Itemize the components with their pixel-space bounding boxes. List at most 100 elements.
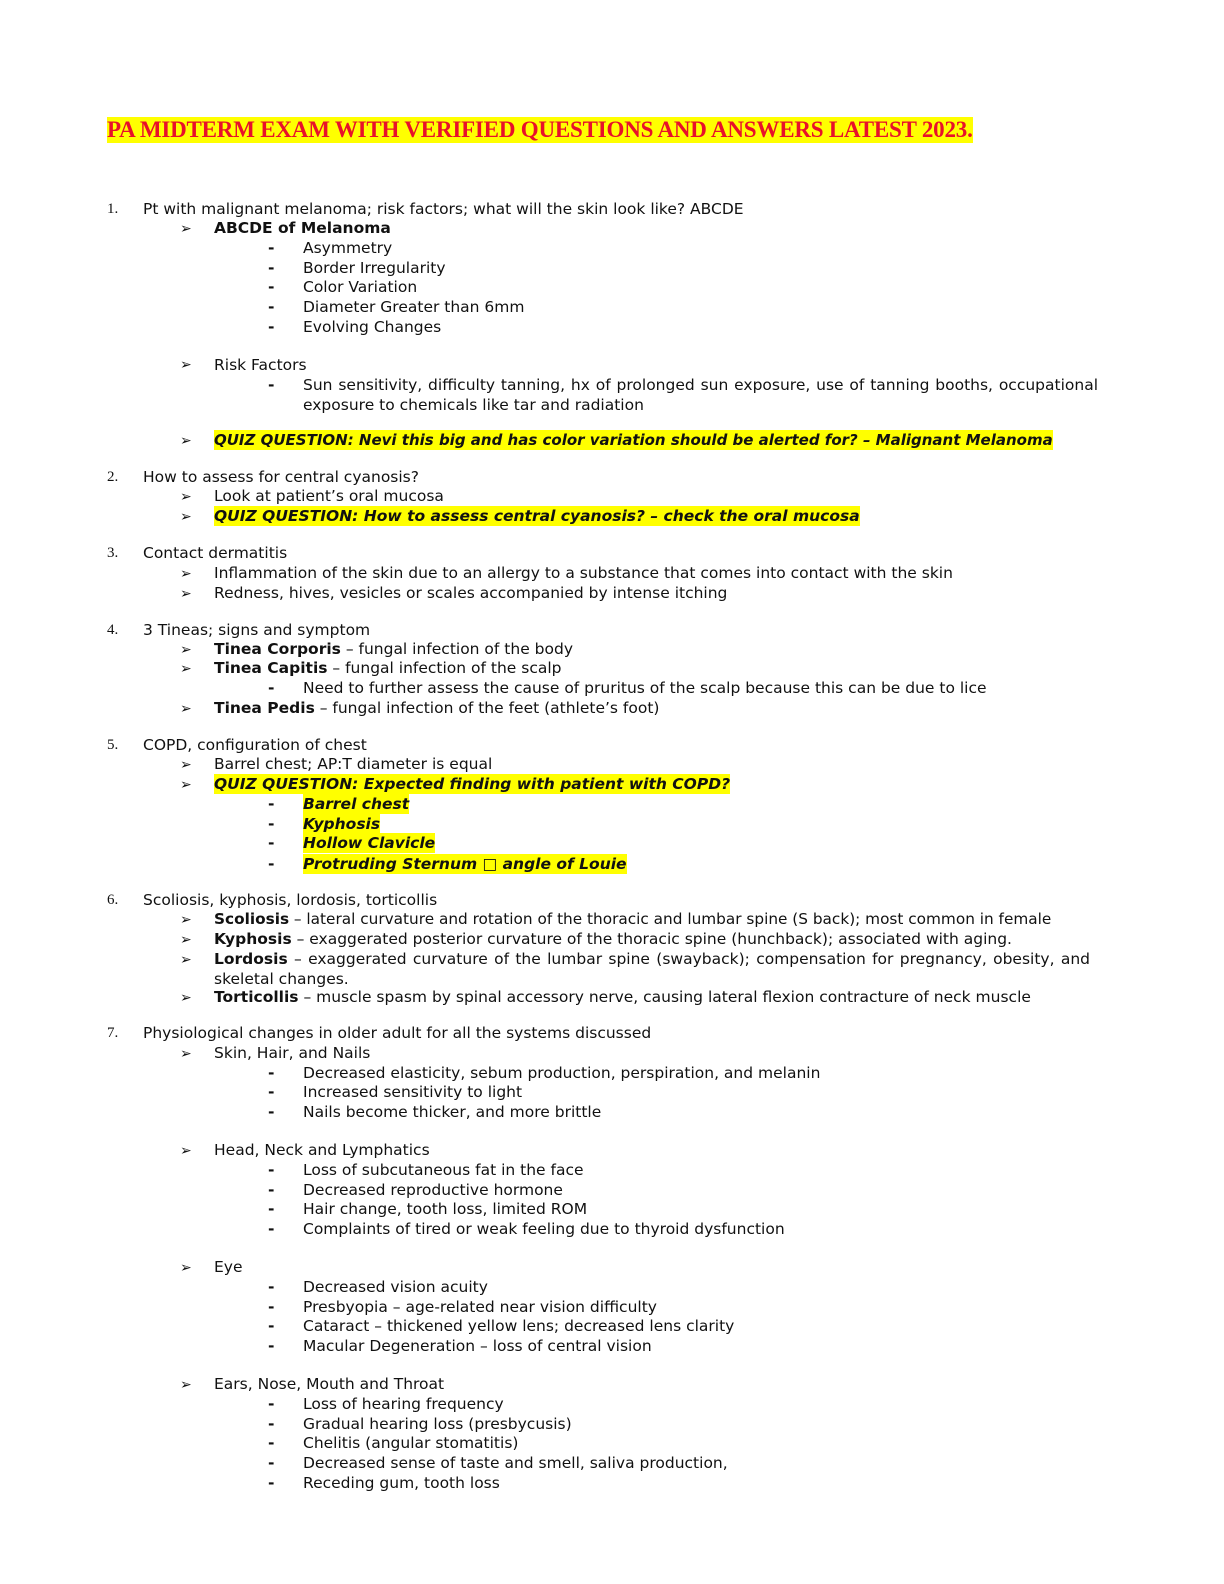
dash-bullet-icon: -: [268, 298, 275, 316]
q1-risk-detail: Sun sensitivity, difficulty tanning, hx …: [303, 376, 1098, 414]
dash-bullet-icon: -: [268, 815, 275, 833]
q4-number: 4.: [107, 622, 119, 638]
q4-tinea-capitis: Tinea Capitis – fungal infection of the …: [214, 658, 562, 678]
q5-finding: Protruding Sternum □ angle of Louie: [303, 854, 627, 874]
q7-section-item: Macular Degeneration – loss of central v…: [303, 1337, 652, 1355]
q2-quiz-question: QUIZ QUESTION: How to assess central cya…: [214, 506, 860, 526]
q6-scoliosis: Scoliosis – lateral curvature and rotati…: [214, 909, 1051, 929]
q3-answer: Inflammation of the skin due to an aller…: [214, 564, 953, 582]
q6-torticollis: Torticollis – muscle spasm by spinal acc…: [214, 987, 1031, 1007]
q7-number: 7.: [107, 1025, 119, 1041]
dash-bullet-icon: -: [268, 1298, 275, 1316]
arrow-bullet-icon: ➢: [180, 990, 192, 1006]
q7-section-item: Increased sensitivity to light: [303, 1083, 523, 1101]
arrow-bullet-icon: ➢: [180, 661, 192, 677]
q7-section-item: Chelitis (angular stomatitis): [303, 1434, 519, 1452]
q7-section-item: Gradual hearing loss (presbycusis): [303, 1415, 572, 1433]
arrow-bullet-icon: ➢: [180, 221, 192, 237]
dash-bullet-icon: -: [268, 1181, 275, 1199]
q7-section-item: Decreased vision acuity: [303, 1278, 488, 1296]
q5-finding: Barrel chest: [303, 794, 410, 814]
q1-quiz-question: QUIZ QUESTION: Nevi this big and has col…: [214, 430, 1053, 450]
q3-text: Contact dermatitis: [143, 544, 288, 562]
q7-section-item: Cataract – thickened yellow lens; decrea…: [303, 1317, 735, 1335]
q6-lordosis: Lordosis – exaggerated curvature of the …: [214, 949, 1090, 989]
q5-finding: Hollow Clavicle: [303, 833, 436, 853]
term: Lordosis: [214, 950, 288, 968]
q5-answer: Barrel chest; AP:T diameter is equal: [214, 755, 493, 773]
arrow-bullet-icon: ➢: [180, 952, 192, 968]
dash-bullet-icon: -: [268, 1317, 275, 1335]
arrow-bullet-icon: ➢: [180, 357, 192, 373]
dash-bullet-icon: -: [268, 1103, 275, 1121]
arrow-bullet-icon: ➢: [180, 932, 192, 948]
q1-text: Pt with malignant melanoma; risk factors…: [143, 200, 744, 218]
term: Scoliosis: [214, 910, 290, 928]
term: Kyphosis: [214, 930, 292, 948]
dash-bullet-icon: -: [268, 376, 275, 394]
q2-number: 2.: [107, 469, 119, 485]
arrow-bullet-icon: ➢: [180, 1260, 192, 1276]
q5-text: COPD, configuration of chest: [143, 736, 367, 754]
term: Tinea Capitis: [214, 659, 328, 677]
dash-bullet-icon: -: [268, 1395, 275, 1413]
q1-number: 1.: [107, 201, 119, 217]
q7-section-item: Nails become thicker, and more brittle: [303, 1103, 602, 1121]
q7-section-item: Decreased reproductive hormone: [303, 1181, 563, 1199]
dash-bullet-icon: -: [268, 834, 275, 852]
term: Tinea Corporis: [214, 640, 341, 658]
dash-bullet-icon: -: [268, 1454, 275, 1472]
dash-bullet-icon: -: [268, 1474, 275, 1492]
q3-answer: Redness, hives, vesicles or scales accom…: [214, 584, 728, 602]
q5-finding: Kyphosis: [303, 814, 381, 834]
q1-abcde-item: Asymmetry: [303, 239, 393, 257]
dash-bullet-icon: -: [268, 1278, 275, 1296]
q7-section-label: Ears, Nose, Mouth and Throat: [214, 1375, 445, 1393]
q7-section-item: Loss of subcutaneous fat in the face: [303, 1161, 584, 1179]
q2-text: How to assess for central cyanosis?: [143, 468, 419, 486]
dash-bullet-icon: -: [268, 1434, 275, 1452]
definition: – fungal infection of the scalp: [327, 659, 562, 677]
q7-section-item: Hair change, tooth loss, limited ROM: [303, 1200, 588, 1218]
q4-text: 3 Tineas; signs and symptom: [143, 621, 371, 639]
definition: – exaggerated curvature of the lumbar sp…: [214, 950, 1090, 988]
definition: – fungal infection of the feet (athlete’…: [314, 699, 660, 717]
q2-answer: Look at patient’s oral mucosa: [214, 487, 444, 505]
dash-bullet-icon: -: [268, 1064, 275, 1082]
q7-section-item: Decreased sense of taste and smell, sali…: [303, 1454, 728, 1472]
term: Torticollis: [214, 988, 299, 1006]
dash-bullet-icon: -: [268, 679, 275, 697]
dash-bullet-icon: -: [268, 318, 275, 336]
arrow-bullet-icon: ➢: [180, 509, 192, 525]
dash-bullet-icon: -: [268, 1415, 275, 1433]
arrow-bullet-icon: ➢: [180, 912, 192, 928]
arrow-bullet-icon: ➢: [180, 777, 192, 793]
q7-section-item: Decreased elasticity, sebum production, …: [303, 1064, 821, 1082]
q7-section-item: Receding gum, tooth loss: [303, 1474, 500, 1492]
definition: – muscle spasm by spinal accessory nerve…: [298, 988, 1031, 1006]
document-title: PA MIDTERM EXAM WITH VERIFIED QUESTIONS …: [107, 117, 973, 143]
q1-abcde-item: Border Irregularity: [303, 259, 446, 277]
q7-section-label: Eye: [214, 1258, 243, 1276]
q7-section-label: Head, Neck and Lymphatics: [214, 1141, 430, 1159]
q7-section-item: Presbyopia – age-related near vision dif…: [303, 1298, 657, 1316]
arrow-bullet-icon: ➢: [180, 586, 192, 602]
dash-bullet-icon: -: [268, 239, 275, 257]
dash-bullet-icon: -: [268, 795, 275, 813]
dash-bullet-icon: -: [268, 1200, 275, 1218]
q4-tinea-capitis-note: Need to further assess the cause of prur…: [303, 679, 987, 697]
definition: – lateral curvature and rotation of the …: [289, 910, 1052, 928]
definition: – exaggerated posterior curvature of the…: [291, 930, 1012, 948]
q4-tinea-pedis: Tinea Pedis – fungal infection of the fe…: [214, 698, 659, 718]
arrow-bullet-icon: ➢: [180, 701, 192, 717]
dash-bullet-icon: -: [268, 1083, 275, 1101]
q1-risk-heading: Risk Factors: [214, 356, 307, 374]
q6-text: Scoliosis, kyphosis, lordosis, torticoll…: [143, 891, 438, 909]
arrow-bullet-icon: ➢: [180, 433, 192, 449]
q5-quiz-question: QUIZ QUESTION: Expected finding with pat…: [214, 774, 731, 794]
arrow-bullet-icon: ➢: [180, 1377, 192, 1393]
q1-abcde-item: Evolving Changes: [303, 318, 442, 336]
dash-bullet-icon: -: [268, 1337, 275, 1355]
arrow-bullet-icon: ➢: [180, 1046, 192, 1062]
